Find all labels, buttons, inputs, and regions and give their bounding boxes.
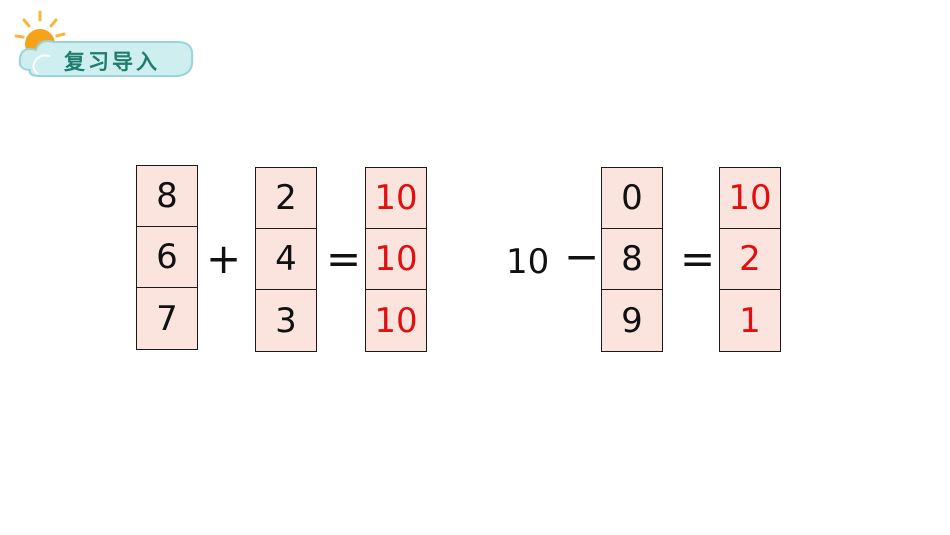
addend-column-1: 8 6 7 xyxy=(136,165,198,350)
subtrahend-row-2: 8 xyxy=(602,229,662,290)
subtrahend-column: 0 8 9 xyxy=(601,167,663,352)
addend-1-row-2: 6 xyxy=(137,227,197,288)
section-badge: 复习导入 xyxy=(10,8,195,80)
sun-cloud-icon xyxy=(14,10,194,77)
addend-1-row-3: 7 xyxy=(156,298,178,339)
equals-sign-1: = xyxy=(326,234,362,283)
addend-1-row-1: 8 xyxy=(137,166,197,227)
plus-sign: + xyxy=(206,234,242,283)
minuend: 10 xyxy=(506,242,550,282)
subtrahend-row-3: 9 xyxy=(621,300,643,341)
sum-row-3: 10 xyxy=(374,300,418,341)
difference-row-1: 10 xyxy=(720,168,780,229)
addend-2-row-3: 3 xyxy=(275,300,297,341)
sum-row-2: 10 xyxy=(366,229,426,290)
difference-column: 10 2 1 xyxy=(719,167,781,352)
minus-sign: − xyxy=(564,232,600,281)
equals-sign-2: = xyxy=(680,234,716,283)
subtrahend-row-1: 0 xyxy=(602,168,662,229)
badge-title: 复习导入 xyxy=(64,49,160,74)
sum-column: 10 10 10 xyxy=(365,167,427,352)
sum-row-1: 10 xyxy=(366,168,426,229)
difference-row-3: 1 xyxy=(739,300,761,341)
addend-2-row-2: 4 xyxy=(256,229,316,290)
difference-row-2: 2 xyxy=(720,229,780,290)
addend-2-row-1: 2 xyxy=(256,168,316,229)
addend-column-2: 2 4 3 xyxy=(255,167,317,352)
